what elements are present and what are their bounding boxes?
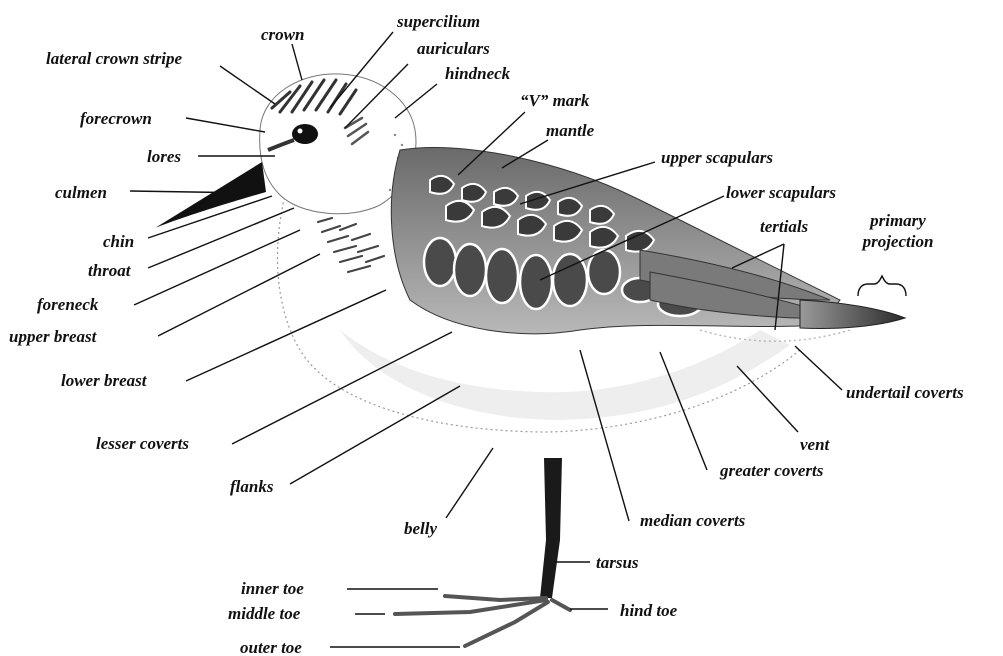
label-crown: crown <box>261 26 304 43</box>
label-primary-projection-line1: primary <box>848 210 948 231</box>
tarsus-leg <box>540 458 562 598</box>
label-outer-toe: outer toe <box>240 639 302 656</box>
label-hindneck: hindneck <box>445 65 510 82</box>
leader-lines <box>130 32 842 647</box>
label-undertail-coverts: undertail coverts <box>846 384 964 401</box>
label-inner-toe: inner toe <box>241 580 304 597</box>
label-primary-projection: primary projection <box>848 210 948 253</box>
belly-shading <box>340 330 790 420</box>
bill <box>155 162 266 228</box>
label-upper-scapulars: upper scapulars <box>661 149 773 166</box>
label-forecrown: forecrown <box>80 110 152 127</box>
label-mantle: mantle <box>546 122 594 139</box>
label-middle-toe: middle toe <box>228 605 300 622</box>
label-foreneck: foreneck <box>37 296 98 313</box>
label-supercilium: supercilium <box>397 13 480 30</box>
label-lower-breast: lower breast <box>61 372 146 389</box>
label-lesser-coverts: lesser coverts <box>96 435 189 452</box>
label-greater-coverts: greater coverts <box>720 462 823 479</box>
label-belly: belly <box>404 520 437 537</box>
label-vent: vent <box>800 436 829 453</box>
label-auriculars: auriculars <box>417 40 490 57</box>
primary-projection-bracket <box>858 276 906 296</box>
label-culmen: culmen <box>55 184 107 201</box>
primary-feathers <box>800 300 905 329</box>
label-flanks: flanks <box>230 478 273 495</box>
toes <box>395 596 570 646</box>
label-throat: throat <box>88 262 131 279</box>
label-median-coverts: median coverts <box>640 512 745 529</box>
breast-streaks <box>318 218 384 272</box>
label-lower-scapulars: lower scapulars <box>726 184 836 201</box>
label-hind-toe: hind toe <box>620 602 677 619</box>
label-lateral-crown-stripe: lateral crown stripe <box>46 50 182 67</box>
label-tertials: tertials <box>760 218 808 235</box>
label-tarsus: tarsus <box>596 554 639 571</box>
label-chin: chin <box>103 233 134 250</box>
label-primary-projection-line2: projection <box>848 231 948 252</box>
eye <box>292 124 318 144</box>
label-v-mark: “V” mark <box>520 92 589 109</box>
label-upper-breast: upper breast <box>9 328 96 345</box>
label-lores: lores <box>147 148 181 165</box>
